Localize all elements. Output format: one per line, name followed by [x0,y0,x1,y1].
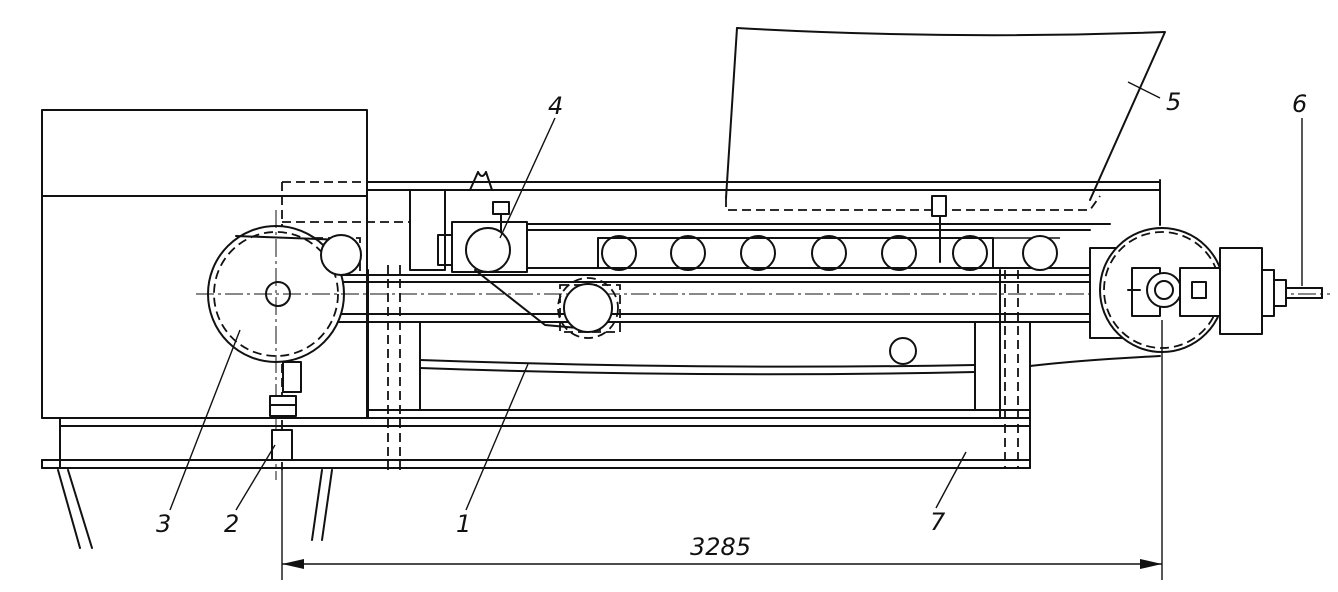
conveyor-frame [299,179,1161,470]
carriage-arm [474,269,621,339]
item-labels: 1 2 3 4 5 6 7 [156,88,1307,538]
dimension-line: 3285 [281,320,1163,580]
tail-pulley [1089,227,1323,353]
tensioner [269,361,302,461]
head-unit [409,171,528,273]
label-6: 6 [1292,90,1307,118]
hopper [725,27,1166,263]
dimension-length: 3285 [690,533,751,561]
label-4: 4 [548,92,563,120]
label-1: 1 [456,510,471,538]
label-3: 3 [156,510,171,538]
leader-lines [169,81,1303,511]
roller-chain [526,223,1111,271]
label-2: 2 [224,510,239,538]
chain-sprocket [320,234,362,276]
base-frame [41,417,1031,549]
label-7: 7 [930,508,946,536]
label-5: 5 [1166,88,1181,116]
